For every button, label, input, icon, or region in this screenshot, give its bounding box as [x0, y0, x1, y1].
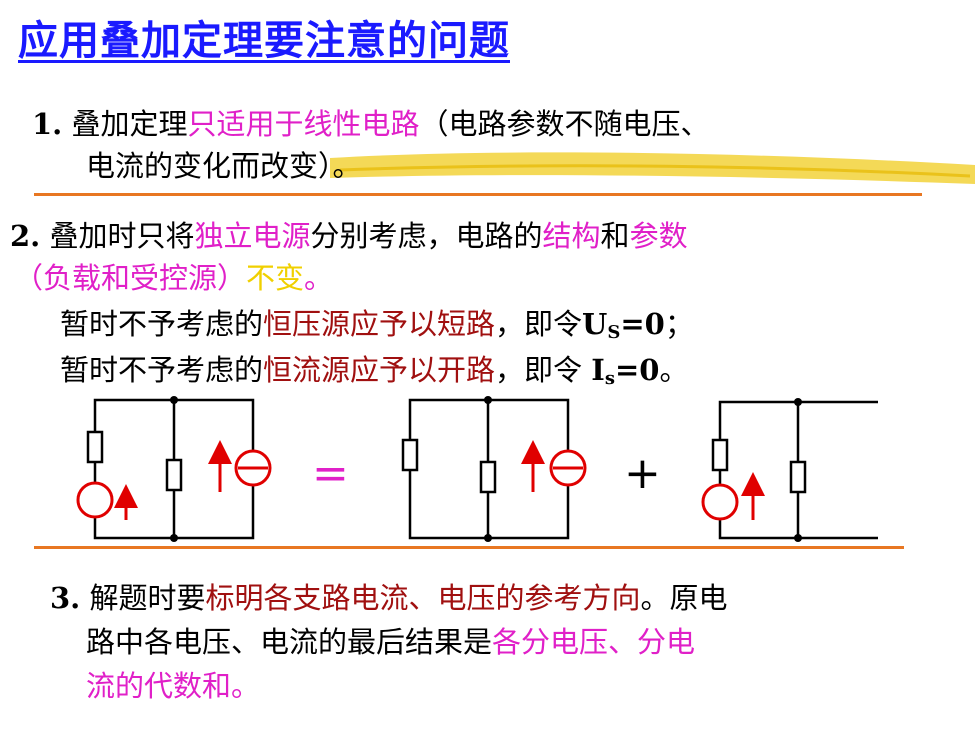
point-2-line-3: 暂时不予考虑的恒压源应予以短路，即令US=0； [60, 307, 694, 343]
circuit-voltage-source-only [711, 400, 878, 540]
equals-sign: = [312, 448, 349, 499]
point-1-line-2: 电流的变化而改变）。 [86, 149, 362, 183]
point-1-line-1: 1. 叠加定理只适用于线性电路（电路参数不随电压、 [32, 107, 710, 141]
circuit-current-source-only [401, 398, 570, 540]
point-3-line-2: 路中各电压、电流的最后结果是各分电压、分电 [86, 625, 696, 659]
plus-sign: + [624, 448, 661, 499]
point-1-highlight: 只适用于线性电路 [187, 107, 420, 141]
point-1-number: 1. [32, 107, 63, 141]
point-2-line-1: 2. 叠加时只将独立电源分别考虑，电路的结构和参数 [10, 219, 688, 253]
point-3-line-1: 3. 解题时要标明各支路电流、电压的参考方向。原电 [50, 581, 728, 615]
divider-2 [34, 546, 904, 549]
point-3-line-3: 流的代数和。 [86, 669, 261, 703]
point-2-line-4: 暂时不予考虑的恒流源应予以开路，即令 Is=0。 [60, 353, 689, 389]
point-2-line-2: （负载和受控源）不变。 [14, 261, 334, 295]
circuit-original [86, 398, 255, 540]
point-2-number: 2. [10, 219, 41, 253]
point-3-number: 3. [50, 581, 81, 615]
page-title: 应用叠加定理要注意的问题 [18, 18, 510, 64]
divider-1 [34, 193, 922, 196]
